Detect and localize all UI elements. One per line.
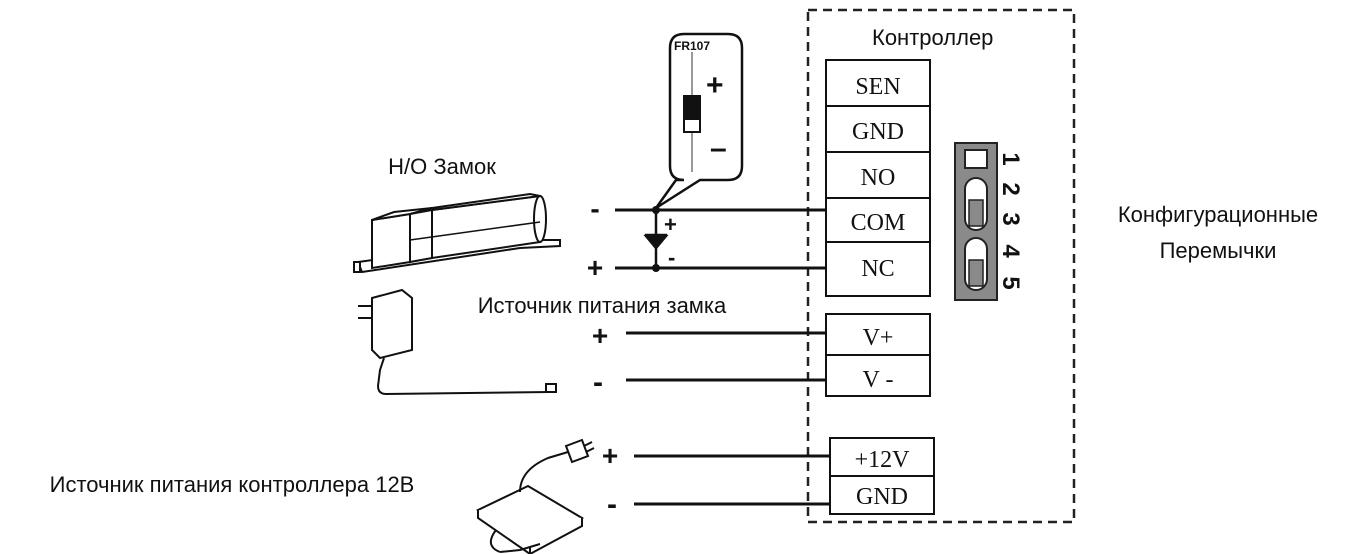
lock-minus-sign: - (590, 193, 599, 224)
terminal-nc: NC (861, 256, 894, 282)
diode-symbol (643, 210, 669, 268)
jumper-numbers: 1 2 3 4 5 (997, 152, 1024, 289)
diode-label: FR107 (674, 39, 710, 53)
jumper-number-4: 4 (997, 244, 1024, 258)
lock-power-plus-sign: + (592, 320, 608, 351)
terminal-no: NO (861, 165, 896, 191)
jumper-block (954, 142, 998, 301)
controller-power-terminal-block (829, 437, 935, 515)
lock-plus-sign: + (587, 252, 603, 283)
jumper-number-1: 1 (997, 152, 1024, 165)
controller-power-supply-icon (476, 438, 595, 554)
controller-power-plus-sign: + (602, 440, 618, 471)
jumper-number-5: 5 (997, 276, 1024, 289)
diode-junction-minus: - (668, 245, 675, 270)
jumper-number-2: 2 (997, 182, 1024, 195)
jumpers-title-line1: Конфигурационные (1118, 202, 1318, 227)
relay-terminal-block (825, 59, 931, 297)
diode-minus: – (710, 132, 727, 165)
terminal-sen: SEN (855, 74, 900, 100)
lock-icon (353, 192, 561, 274)
terminal-com: COM (851, 210, 906, 236)
jumper-number-3: 3 (997, 212, 1024, 225)
jumpers-title-line2: Перемычки (1160, 238, 1277, 263)
lock-power-terminal-block (825, 313, 931, 397)
diode-plus: + (706, 69, 724, 102)
controller-power-label: Источник питания контроллера 12В (50, 472, 415, 497)
terminal-v-minus: V - (863, 367, 894, 393)
diode-callout (654, 32, 744, 210)
lock-power-minus-sign: - (593, 366, 603, 399)
lock-power-label: Источник питания замка (478, 293, 727, 318)
lock-label: Н/О Замок (388, 154, 496, 179)
terminal-v-plus: V+ (863, 325, 894, 351)
terminal-12v: +12V (855, 447, 911, 473)
controller-power-minus-sign: - (607, 488, 617, 521)
controller-title: Контроллер (872, 25, 993, 50)
terminal-power-gnd: GND (856, 484, 908, 510)
diode-junction-plus: + (664, 212, 677, 237)
wires (615, 208, 830, 506)
terminal-gnd: GND (852, 119, 904, 145)
junction-dot-bottom (652, 264, 660, 272)
lock-power-supply-icon (358, 288, 557, 396)
